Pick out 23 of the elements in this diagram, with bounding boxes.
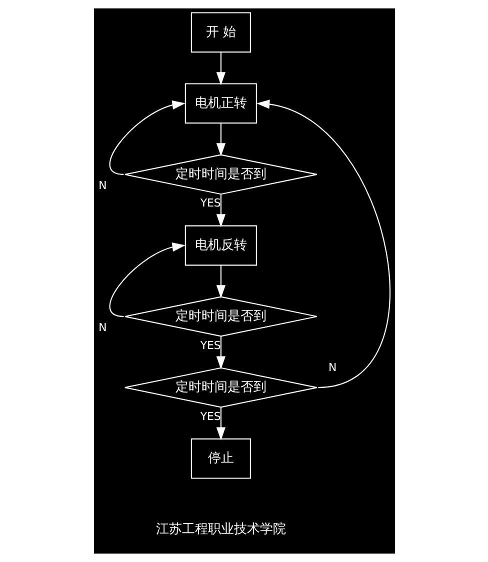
edge-label: N: [98, 321, 106, 334]
node-box: 停止: [190, 438, 250, 479]
edge-label: N: [98, 178, 106, 192]
label: 江苏工程职业技术学院: [155, 522, 286, 537]
arrow: [216, 123, 226, 156]
edge-label: YES: [200, 196, 220, 210]
arrow: [216, 194, 226, 228]
arrow: [216, 265, 226, 298]
arrow: [108, 100, 185, 175]
arrow: [108, 242, 185, 318]
node-diamond: 定时时间是否到: [124, 367, 317, 408]
node-diamond: 定时时间是否到: [124, 154, 317, 195]
edge-label: N: [328, 361, 336, 374]
arrow: [216, 407, 226, 440]
arrow: [216, 52, 226, 86]
arrow: [216, 336, 226, 370]
node-diamond: 定时时间是否到: [124, 296, 317, 337]
edge-label: YES: [200, 338, 220, 352]
arrow: [256, 100, 390, 388]
node-box: 电机正转: [184, 83, 257, 124]
node-box: 开 始: [190, 12, 250, 53]
node-box: 电机反转: [184, 225, 257, 266]
edge-label: YES: [200, 410, 220, 423]
